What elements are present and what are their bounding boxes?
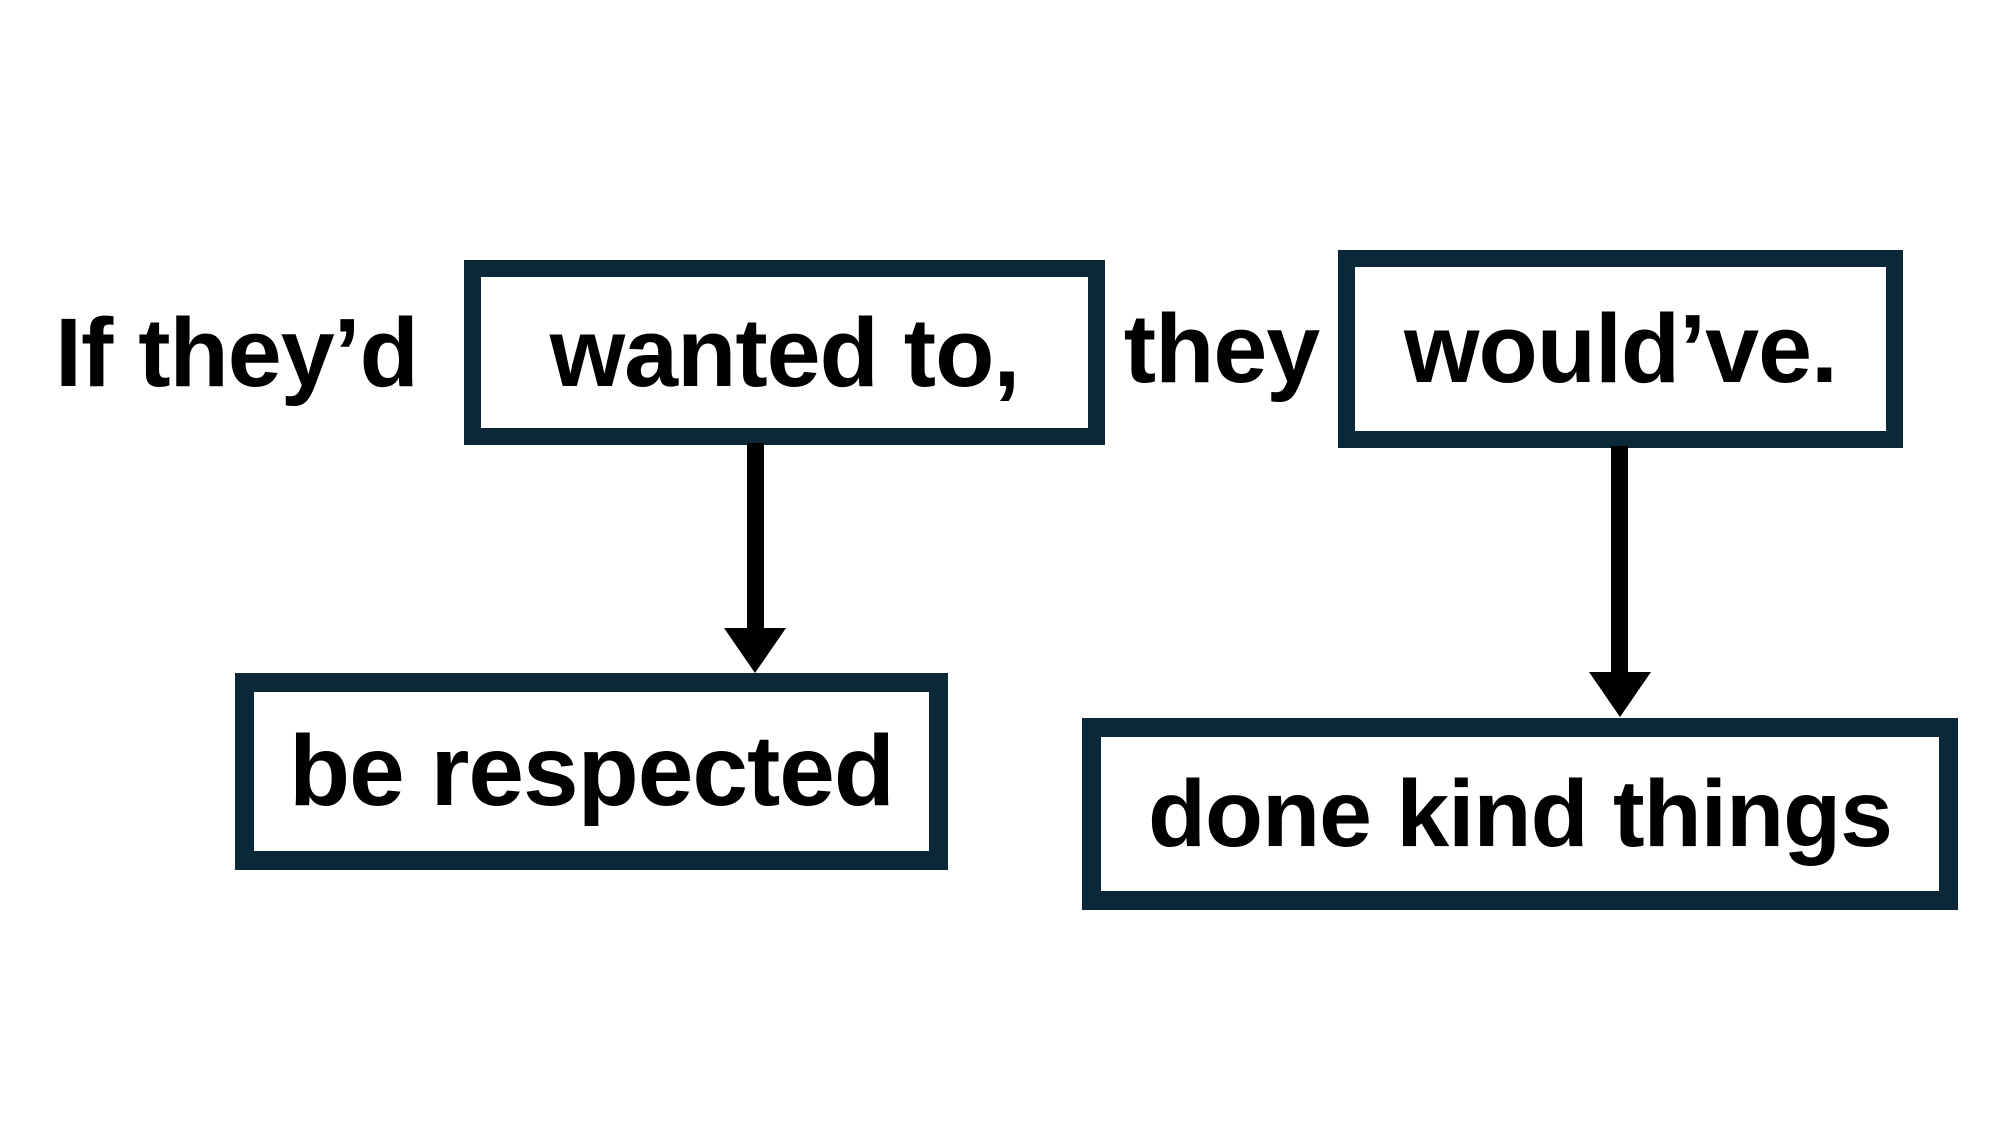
box-wanted-to: wanted to, bbox=[464, 260, 1105, 445]
right-down-arrow-stem bbox=[1611, 446, 1628, 676]
sentence-middle-text: they bbox=[1123, 294, 1320, 403]
left-down-arrow-stem bbox=[747, 443, 764, 633]
box-wouldve-label: would’ve. bbox=[1404, 294, 1838, 403]
box-wouldve: would’ve. bbox=[1338, 250, 1903, 448]
right-down-arrow-head-icon bbox=[1589, 672, 1651, 717]
sentence-prefix-text: If they’d bbox=[55, 297, 419, 407]
box-be-respected: be respected bbox=[235, 673, 948, 870]
box-wanted-to-label: wanted to, bbox=[549, 297, 1021, 407]
box-done-kind-things: done kind things bbox=[1082, 718, 1958, 910]
left-down-arrow-head-icon bbox=[724, 628, 786, 673]
box-done-kind-things-label: done kind things bbox=[1148, 760, 1893, 867]
box-be-respected-label: be respected bbox=[289, 715, 895, 827]
